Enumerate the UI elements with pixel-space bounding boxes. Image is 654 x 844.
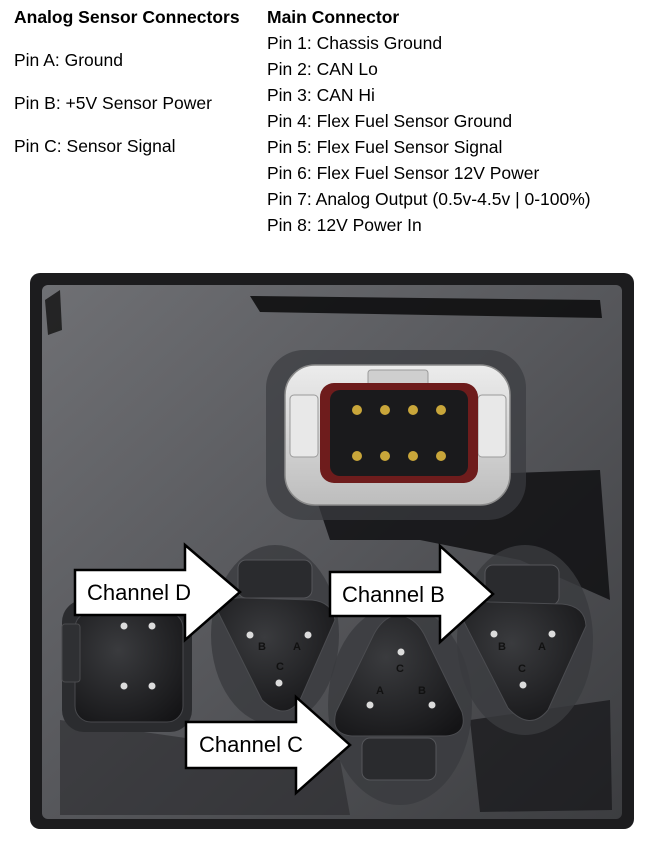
pin-letter-a: A (293, 641, 301, 653)
main-connector-pins (352, 405, 446, 461)
channel-c-label: Channel C (199, 732, 303, 757)
main-connector-legend: Main Connector Pin 1: Chassis Ground Pin… (267, 4, 591, 238)
channel-d-label: Channel D (87, 580, 191, 605)
analog-pin-b: Pin B: +5V Sensor Power (14, 93, 212, 113)
pin-letter-c: C (276, 661, 284, 673)
channel-d-arrow (73, 542, 242, 643)
analog-connector-legend: Analog Sensor Connectors Pin A: Ground P… (14, 4, 240, 159)
main-pin-1: Pin 1: Chassis Ground (267, 33, 443, 53)
channel-b-arrow (328, 543, 495, 645)
pin-letter-b-3: B (418, 685, 426, 697)
channel-d-callout: Channel D (73, 542, 242, 643)
pin-letter-b: B (258, 641, 266, 653)
analog-legend-title: Analog Sensor Connectors (14, 7, 240, 27)
pin-letter-b-2: B (498, 641, 506, 653)
pin-letter-c-2: C (518, 663, 526, 675)
pin-letter-c-3: C (396, 663, 404, 675)
main-pin-3: Pin 3: CAN Hi (267, 85, 375, 105)
main-connector (266, 350, 526, 520)
main-legend-title: Main Connector (267, 7, 400, 27)
main-pin-8: Pin 8: 12V Power In (267, 215, 422, 235)
analog-pin-c: Pin C: Sensor Signal (14, 136, 176, 156)
analog-pin-a: Pin A: Ground (14, 50, 123, 70)
channel-c-arrow (184, 694, 352, 796)
main-pin-5: Pin 5: Flex Fuel Sensor Signal (267, 137, 503, 157)
pin-letter-a-3: A (376, 685, 384, 697)
channel-c-connector: C A B (328, 605, 472, 805)
channel-b-connector: B A C (457, 545, 593, 735)
main-pin-6: Pin 6: Flex Fuel Sensor 12V Power (267, 163, 540, 183)
main-pin-4: Pin 4: Flex Fuel Sensor Ground (267, 111, 513, 131)
main-pin-7: Pin 7: Analog Output (0.5v-4.5v | 0-100%… (267, 189, 591, 209)
channel-d-connector (61, 600, 192, 732)
main-pin-2: Pin 2: CAN Lo (267, 59, 378, 79)
pin-letter-a-2: A (538, 641, 546, 653)
channel-b-label: Channel B (342, 582, 445, 607)
channel-b-callout: Channel B (328, 543, 495, 645)
channel-c-callout: Channel C (184, 694, 352, 796)
channel-d-triangle-connector: B A C (211, 545, 339, 725)
